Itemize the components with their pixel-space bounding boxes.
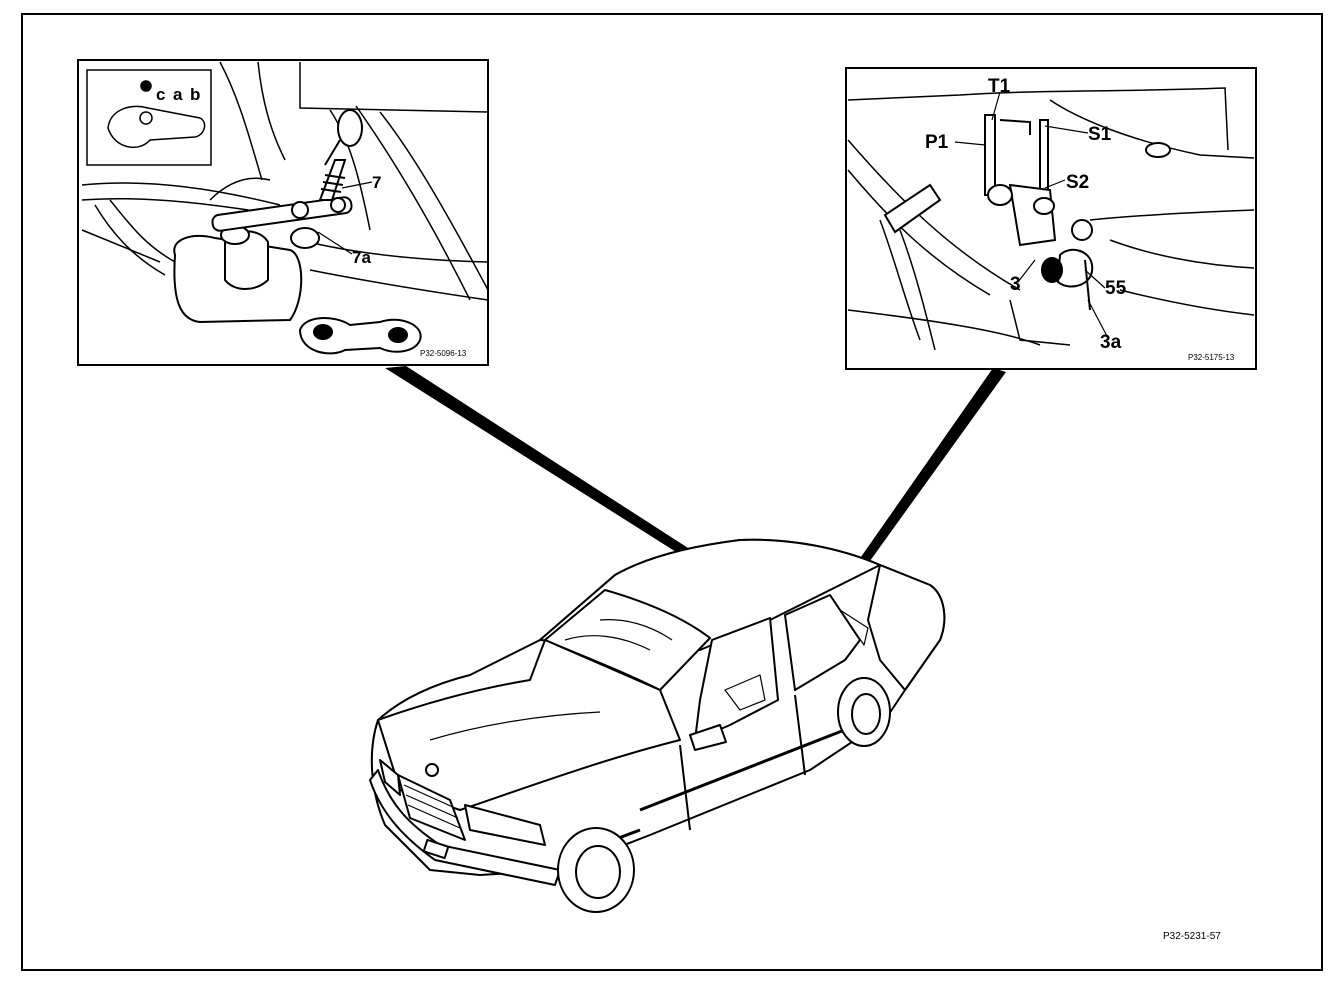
callout-55: 55 (1105, 278, 1127, 299)
callout-T1: T1 (988, 76, 1011, 97)
right-detail-panel: T1 P1 S1 S2 3 55 3a P32-5175-13 (845, 67, 1257, 370)
callout-3a: 3a (1100, 332, 1122, 353)
right-ref-code: P32-5175-13 (1188, 353, 1235, 362)
main-ref-code: P32-5231-57 (1163, 931, 1221, 942)
callout-P1: P1 (925, 132, 949, 153)
left-ref-code: P32-5096-13 (420, 349, 467, 358)
inset-label-c: c (156, 85, 165, 104)
left-inset-box: c a b (86, 69, 212, 166)
left-detail-panel: c a b 7 7a P32-5096-13 (77, 59, 489, 366)
inset-label-a: a (173, 85, 183, 104)
callout-7a: 7a (352, 248, 371, 267)
callout-S1: S1 (1088, 124, 1112, 145)
callout-7: 7 (372, 173, 381, 192)
outer-frame (21, 13, 1323, 971)
sedan-illustration (369, 538, 946, 913)
inset-label-b: b (190, 85, 200, 104)
callout-3: 3 (1010, 274, 1021, 295)
callout-S2: S2 (1066, 172, 1089, 193)
